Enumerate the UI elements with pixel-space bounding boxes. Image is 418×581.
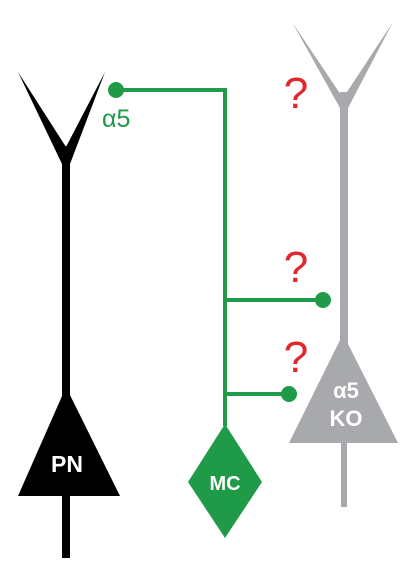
ko-neuron: α5 KO <box>289 22 398 507</box>
pn-axon <box>62 494 70 558</box>
ko-label-line2: KO <box>330 406 363 431</box>
ko-soma <box>289 334 398 443</box>
pn-soma <box>18 387 120 496</box>
ko-apical-dendrite <box>340 92 348 352</box>
pn-neuron: PN <box>18 72 120 558</box>
mc-synapse-pn <box>108 82 124 98</box>
alpha5-synapse-label: α5 <box>102 105 130 133</box>
mc-axon-to-pn <box>116 88 227 426</box>
mc-neuron: MC <box>108 82 331 538</box>
mc-label: MC <box>209 473 240 495</box>
mc-synapse-ko-soma <box>281 386 297 402</box>
question-mark-tuft: ? <box>284 69 308 118</box>
pn-apical-dendrite <box>62 146 70 396</box>
question-mark-dendrite: ? <box>284 243 308 292</box>
pn-dendrite-tuft <box>18 72 105 164</box>
mc-synapse-ko-dendrite <box>315 292 331 308</box>
ko-label-line1: α5 <box>333 378 359 403</box>
pn-label: PN <box>51 451 83 477</box>
mc-soma <box>188 424 262 538</box>
ko-axon <box>341 441 347 507</box>
question-mark-soma: ? <box>284 333 308 382</box>
